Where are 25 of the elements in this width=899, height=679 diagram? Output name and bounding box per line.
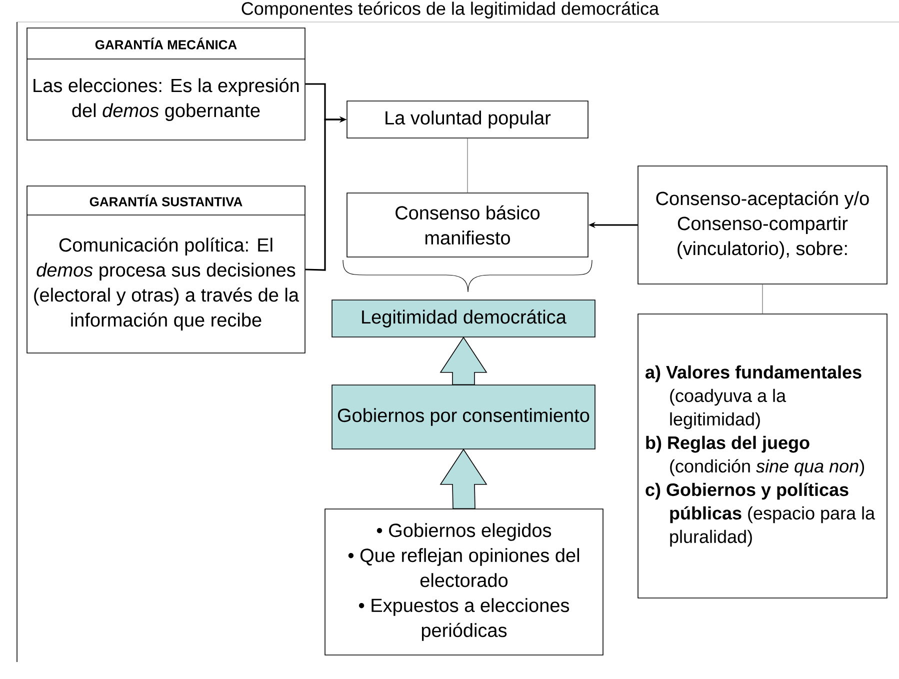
box-text: Legitimidad democrática <box>362 310 566 328</box>
text-box <box>346 192 588 258</box>
box-text: Comunicación política: El demos procesa sus decisiones (electoral y otras) a través de la información que recibe <box>34 238 299 330</box>
connector-line <box>762 284 763 314</box>
box-text: Consenso-aceptación y/o Consenso-compartir (vinculatorio), sobre: <box>656 191 869 259</box>
block-arrow <box>440 336 488 385</box>
box-text: La voluntad popular <box>386 110 551 128</box>
box-heading: GARANTÍA SUSTANTIVA <box>90 194 242 206</box>
list-text: a) Valores fundamentales (coadyuva a la legitimidad) b) Reglas del juego (condición sine qua non) c) Gobiernos y políticas públicas (espacio para la pluralidad) <box>646 365 876 547</box>
highlight-box <box>332 300 596 338</box>
block-arrow <box>440 448 488 509</box>
box-text: Las elecciones: Es la expresión del demos gobernante <box>34 78 299 121</box>
box-text: Gobiernos por consentimiento <box>338 408 590 426</box>
text-box <box>638 166 888 284</box>
diagram-title: Componentes teóricos de la legitimidad democrática <box>242 2 660 18</box>
titled-box <box>26 28 306 140</box>
text-box <box>346 100 588 138</box>
box-text: Consenso básico manifiesto <box>396 205 540 245</box>
box-heading: GARANTÍA MECÁNICA <box>95 38 237 50</box>
connector-line <box>467 138 468 193</box>
bullet-list-box <box>324 508 604 656</box>
highlight-box <box>332 384 596 450</box>
list-box <box>638 314 888 598</box>
box-text: • Gobiernos elegidos • Que reflejan opiniones del electorado • Expuestos a elecciones periódicas <box>348 523 580 641</box>
titled-box <box>26 186 306 354</box>
